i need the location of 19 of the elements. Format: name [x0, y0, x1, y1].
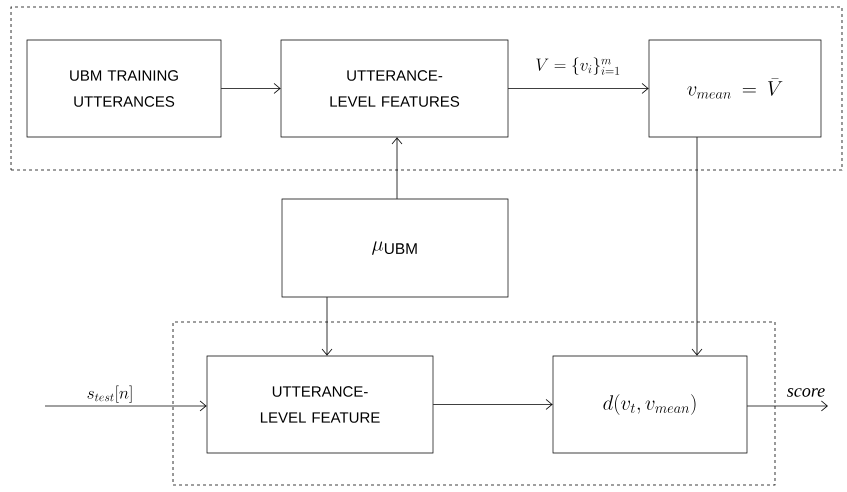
arrow	[220, 83, 281, 94]
process-box: UTTERANCE-LEVEL FEATURE	[206, 356, 434, 454]
arrow	[392, 137, 402, 200]
edge-label: $V = \{v_i\}_{i=1}^{m}$	[536, 58, 620, 75]
process-box: $d(v_t, v_{mean})$	[552, 356, 748, 454]
process-box: $v_{mean} = \bar{V}$	[648, 40, 822, 138]
arrow	[692, 136, 702, 356]
edge-label: score	[787, 388, 825, 397]
process-box: UBM TRAINING UTTERANCES	[26, 40, 222, 138]
arrow	[432, 399, 553, 410]
dashed-group-box	[10, 6, 842, 170]
process-box: UTTERANCE-LEVEL FEATURES	[280, 40, 508, 138]
dashed-group-box	[172, 322, 776, 486]
process-box: $\mu_{\mathrm{UBM}}$	[282, 198, 508, 298]
arrow	[746, 400, 828, 412]
arrow	[508, 83, 649, 94]
edge-label: $s_{test}[n]$	[88, 386, 132, 403]
arrow	[322, 296, 332, 356]
arrow	[44, 400, 207, 412]
